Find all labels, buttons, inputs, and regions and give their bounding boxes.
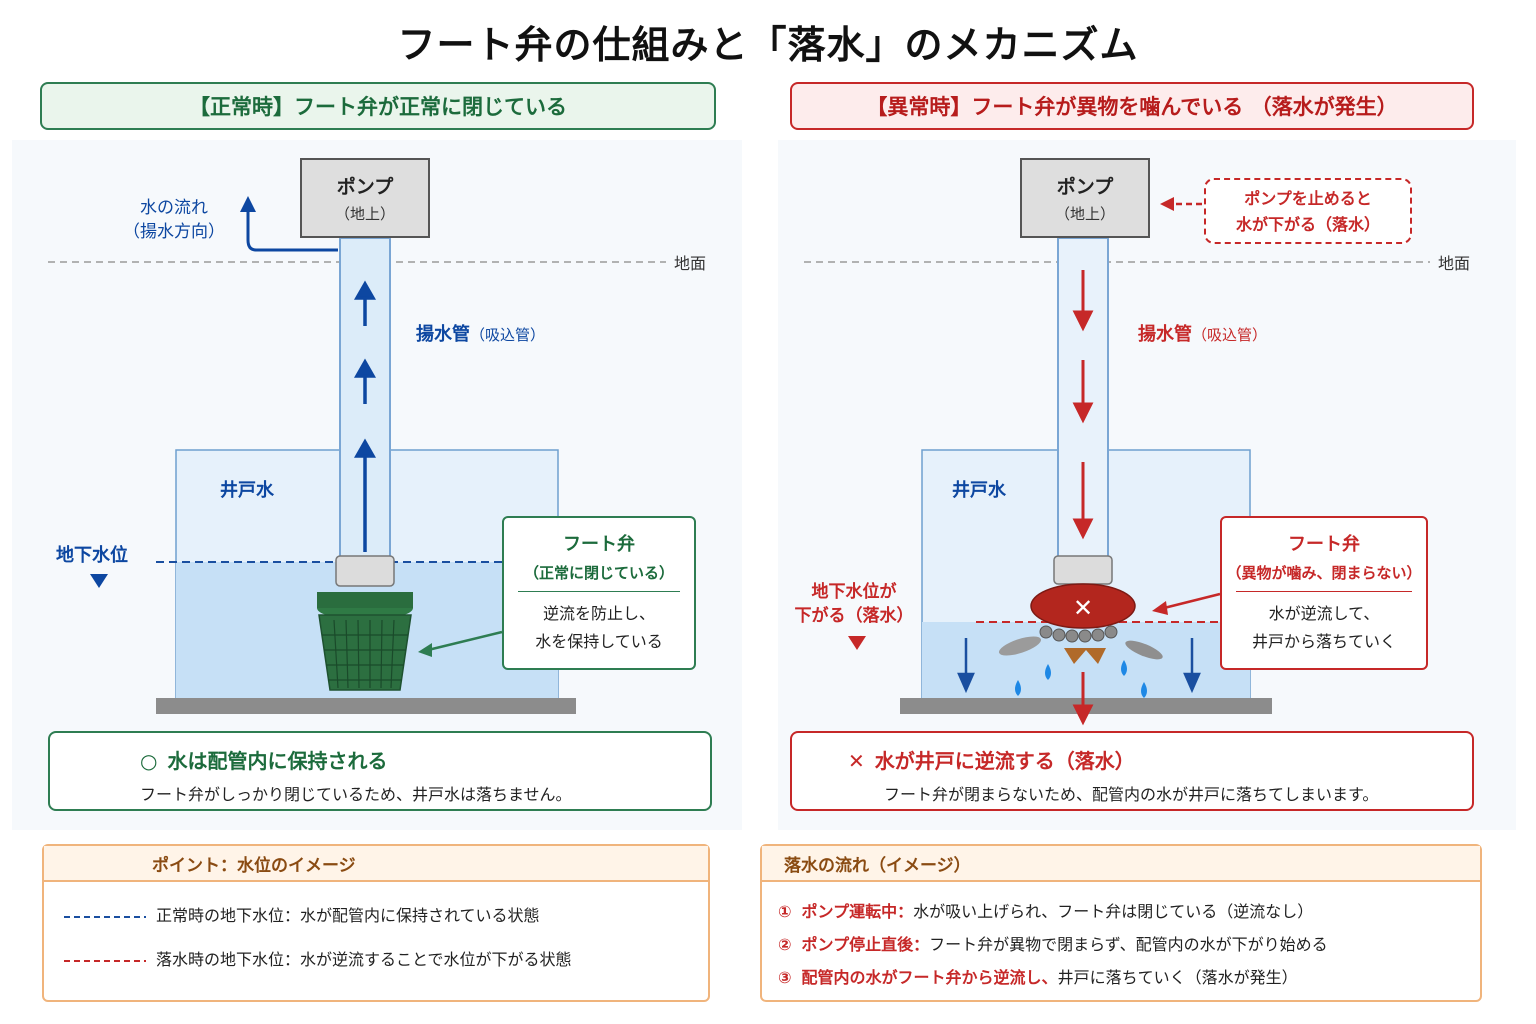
normal-valve-callout: フート弁 （正常に閉じている） 逆流を防止し、 水を保持している [502, 516, 696, 670]
pump-name: ポンプ [1056, 176, 1114, 198]
pipe-label: 揚水管（吸込管） [416, 320, 545, 346]
abnormal-valve-callout: フート弁 （異物が噛み、閉まらない） 水が逆流して、 井戸から落ちていく [1220, 516, 1428, 670]
flow-label: 水の流れ （揚水方向） [118, 196, 230, 244]
pipe-label-sub: （吸込管） [1192, 326, 1268, 344]
step-number: ② [778, 935, 792, 954]
abnormal-callout-pointer [1163, 592, 1221, 610]
valve-cap [1030, 583, 1136, 629]
normal-callout-pointer [427, 630, 503, 652]
ground-label: 地面 [674, 254, 707, 273]
stop-note-line1: ポンプを止めると [1244, 189, 1372, 208]
upward-flow-arrows [353, 280, 377, 552]
valve-x-mark: ✕ [1073, 594, 1093, 622]
normal-header: 【正常時】フート弁が正常に閉じている [40, 82, 716, 130]
water-level-label: 地下水位 [56, 545, 128, 566]
step-head: ポンプ運転中： [801, 902, 914, 921]
flow-label-line2: （揚水方向） [123, 222, 225, 242]
valve-collar [335, 555, 395, 587]
callout-body-2: 水を保持している [535, 632, 663, 651]
well-floor [156, 698, 576, 714]
callout-body-2: 井戸から落ちていく [1251, 632, 1396, 651]
normal-result-box: ○ 水は配管内に保持される フート弁がしっかり閉じているため、井戸水は落ちません。 [48, 731, 712, 811]
water-level-drop-marker [848, 636, 866, 650]
pipe-label: 揚水管（吸込管） [1138, 320, 1267, 346]
flow-box: 落水の流れ（イメージ） ① ポンプ運転中：水が吸い上げられ、フート弁は閉じている（… [760, 844, 1482, 1002]
valve-strainer [318, 614, 412, 691]
circle-icon: ○ [140, 749, 158, 773]
step-head: ポンプ停止直後： [801, 935, 930, 954]
stop-note-line2: 水が下がる（落水） [1235, 215, 1380, 234]
abnormal-header: 【異常時】フート弁が異物を噛んでいる （落水が発生） [790, 82, 1474, 130]
stop-note: ポンプを止めると 水が下がる（落水） [1204, 178, 1412, 244]
flow-box-header: 落水の流れ（イメージ） [762, 846, 1480, 882]
abnormal-result-title: ✕ 水が井戸に逆流する（落水） [848, 745, 1135, 774]
flow-direction-arrow-head [240, 196, 256, 212]
pump-normal: ポンプ （地上） [300, 158, 430, 238]
pump-sub: （地上） [334, 205, 395, 223]
normal-diagram [48, 196, 666, 714]
point-row-abnormal-text: 落水時の地下水位：水が逆流することで水位が下がる状態 [156, 950, 572, 969]
pipe-label-main: 揚水管 [416, 324, 470, 345]
point-box: ポイント：水位のイメージ 正常時の地下水位：水が配管内に保持されている状態 落水… [42, 844, 710, 1002]
step-text: フート弁が異物で閉まらず、配管内の水が下がり始める [929, 935, 1328, 954]
flow-step-1: ① ポンプ運転中：水が吸い上げられ、フート弁は閉じている（逆流なし） [778, 898, 1313, 922]
pump-sub: （地上） [1054, 205, 1115, 223]
step-number: ① [778, 902, 792, 921]
callout-sub: （正常に閉じている） [523, 564, 674, 582]
water-level-drop-label: 地下水位が 下がる（落水） [788, 580, 920, 628]
step-text: 水が吸い上げられ、フート弁は閉じている（逆流なし） [913, 902, 1314, 921]
downward-flow-arrows [1072, 270, 1094, 726]
point-row-normal-text: 正常時の地下水位：水が配管内に保持されている状態 [156, 906, 540, 925]
callout-body-1: 水が逆流して、 [1268, 604, 1380, 623]
normal-result-title: ○ 水は配管内に保持される [140, 745, 387, 774]
blue-dash-legend [64, 915, 146, 918]
water-level-drop-line1: 地下水位が [811, 582, 897, 602]
pump-name: ポンプ [336, 176, 394, 198]
abnormal-result-box: ✕ 水が井戸に逆流する（落水） フート弁が閉まらないため、配管内の水が井戸に落ちて… [790, 731, 1474, 811]
point-row-abnormal: 落水時の地下水位：水が逆流することで水位が下がる状態 [64, 946, 572, 970]
normal-result-desc: フート弁がしっかり閉じているため、井戸水は落ちません。 [140, 785, 572, 804]
water-level-drop-line2: 下がる（落水） [794, 606, 914, 626]
pump-abnormal: ポンプ （地上） [1020, 158, 1150, 238]
result-title-text: 水は配管内に保持される [167, 749, 388, 773]
debris-leaves [998, 636, 1163, 664]
callout-title: フート弁 [1288, 534, 1360, 555]
point-row-normal: 正常時の地下水位：水が配管内に保持されている状態 [64, 902, 540, 926]
step-number: ③ [778, 968, 792, 987]
point-box-header: ポイント：水位のイメージ [44, 846, 708, 882]
red-dash-legend [64, 959, 146, 962]
result-title-text: 水が井戸に逆流する（落水） [874, 749, 1135, 773]
step-head: 配管内の水がフート弁から逆流し、 [801, 968, 1058, 987]
flow-step-2: ② ポンプ停止直後：フート弁が異物で閉まらず、配管内の水が下がり始める [778, 931, 1328, 955]
callout-body-1: 逆流を防止し、 [542, 604, 655, 623]
strainer-grid [322, 619, 408, 689]
callout-sub: （異物が噛み、閉まらない） [1226, 564, 1422, 582]
valve-collar [1053, 555, 1113, 585]
flow-label-line1: 水の流れ [140, 198, 208, 218]
pipe-label-main: 揚水管 [1138, 324, 1192, 345]
water-level-marker [90, 574, 108, 588]
water-falling-arrows [957, 638, 1201, 694]
ground-label: 地面 [1438, 254, 1471, 273]
abnormal-result-desc: フート弁が閉まらないため、配管内の水が井戸に落ちてしまいます。 [884, 785, 1379, 804]
page-title: フート弁の仕組みと「落水」のメカニズム [397, 23, 1139, 67]
flow-direction-arrow [246, 210, 338, 252]
debris-stones [1039, 625, 1118, 643]
cross-icon: ✕ [848, 749, 865, 773]
pipe-label-sub: （吸込管） [470, 326, 546, 344]
water-drops [1015, 660, 1147, 698]
well-label: 井戸水 [220, 480, 274, 501]
flow-step-3: ③ 配管内の水がフート弁から逆流し、井戸に落ちていく（落水が発生） [778, 964, 1298, 988]
callout-title: フート弁 [563, 534, 635, 555]
well-label: 井戸水 [952, 480, 1006, 501]
step-text: 井戸に落ちていく（落水が発生） [1057, 968, 1298, 987]
